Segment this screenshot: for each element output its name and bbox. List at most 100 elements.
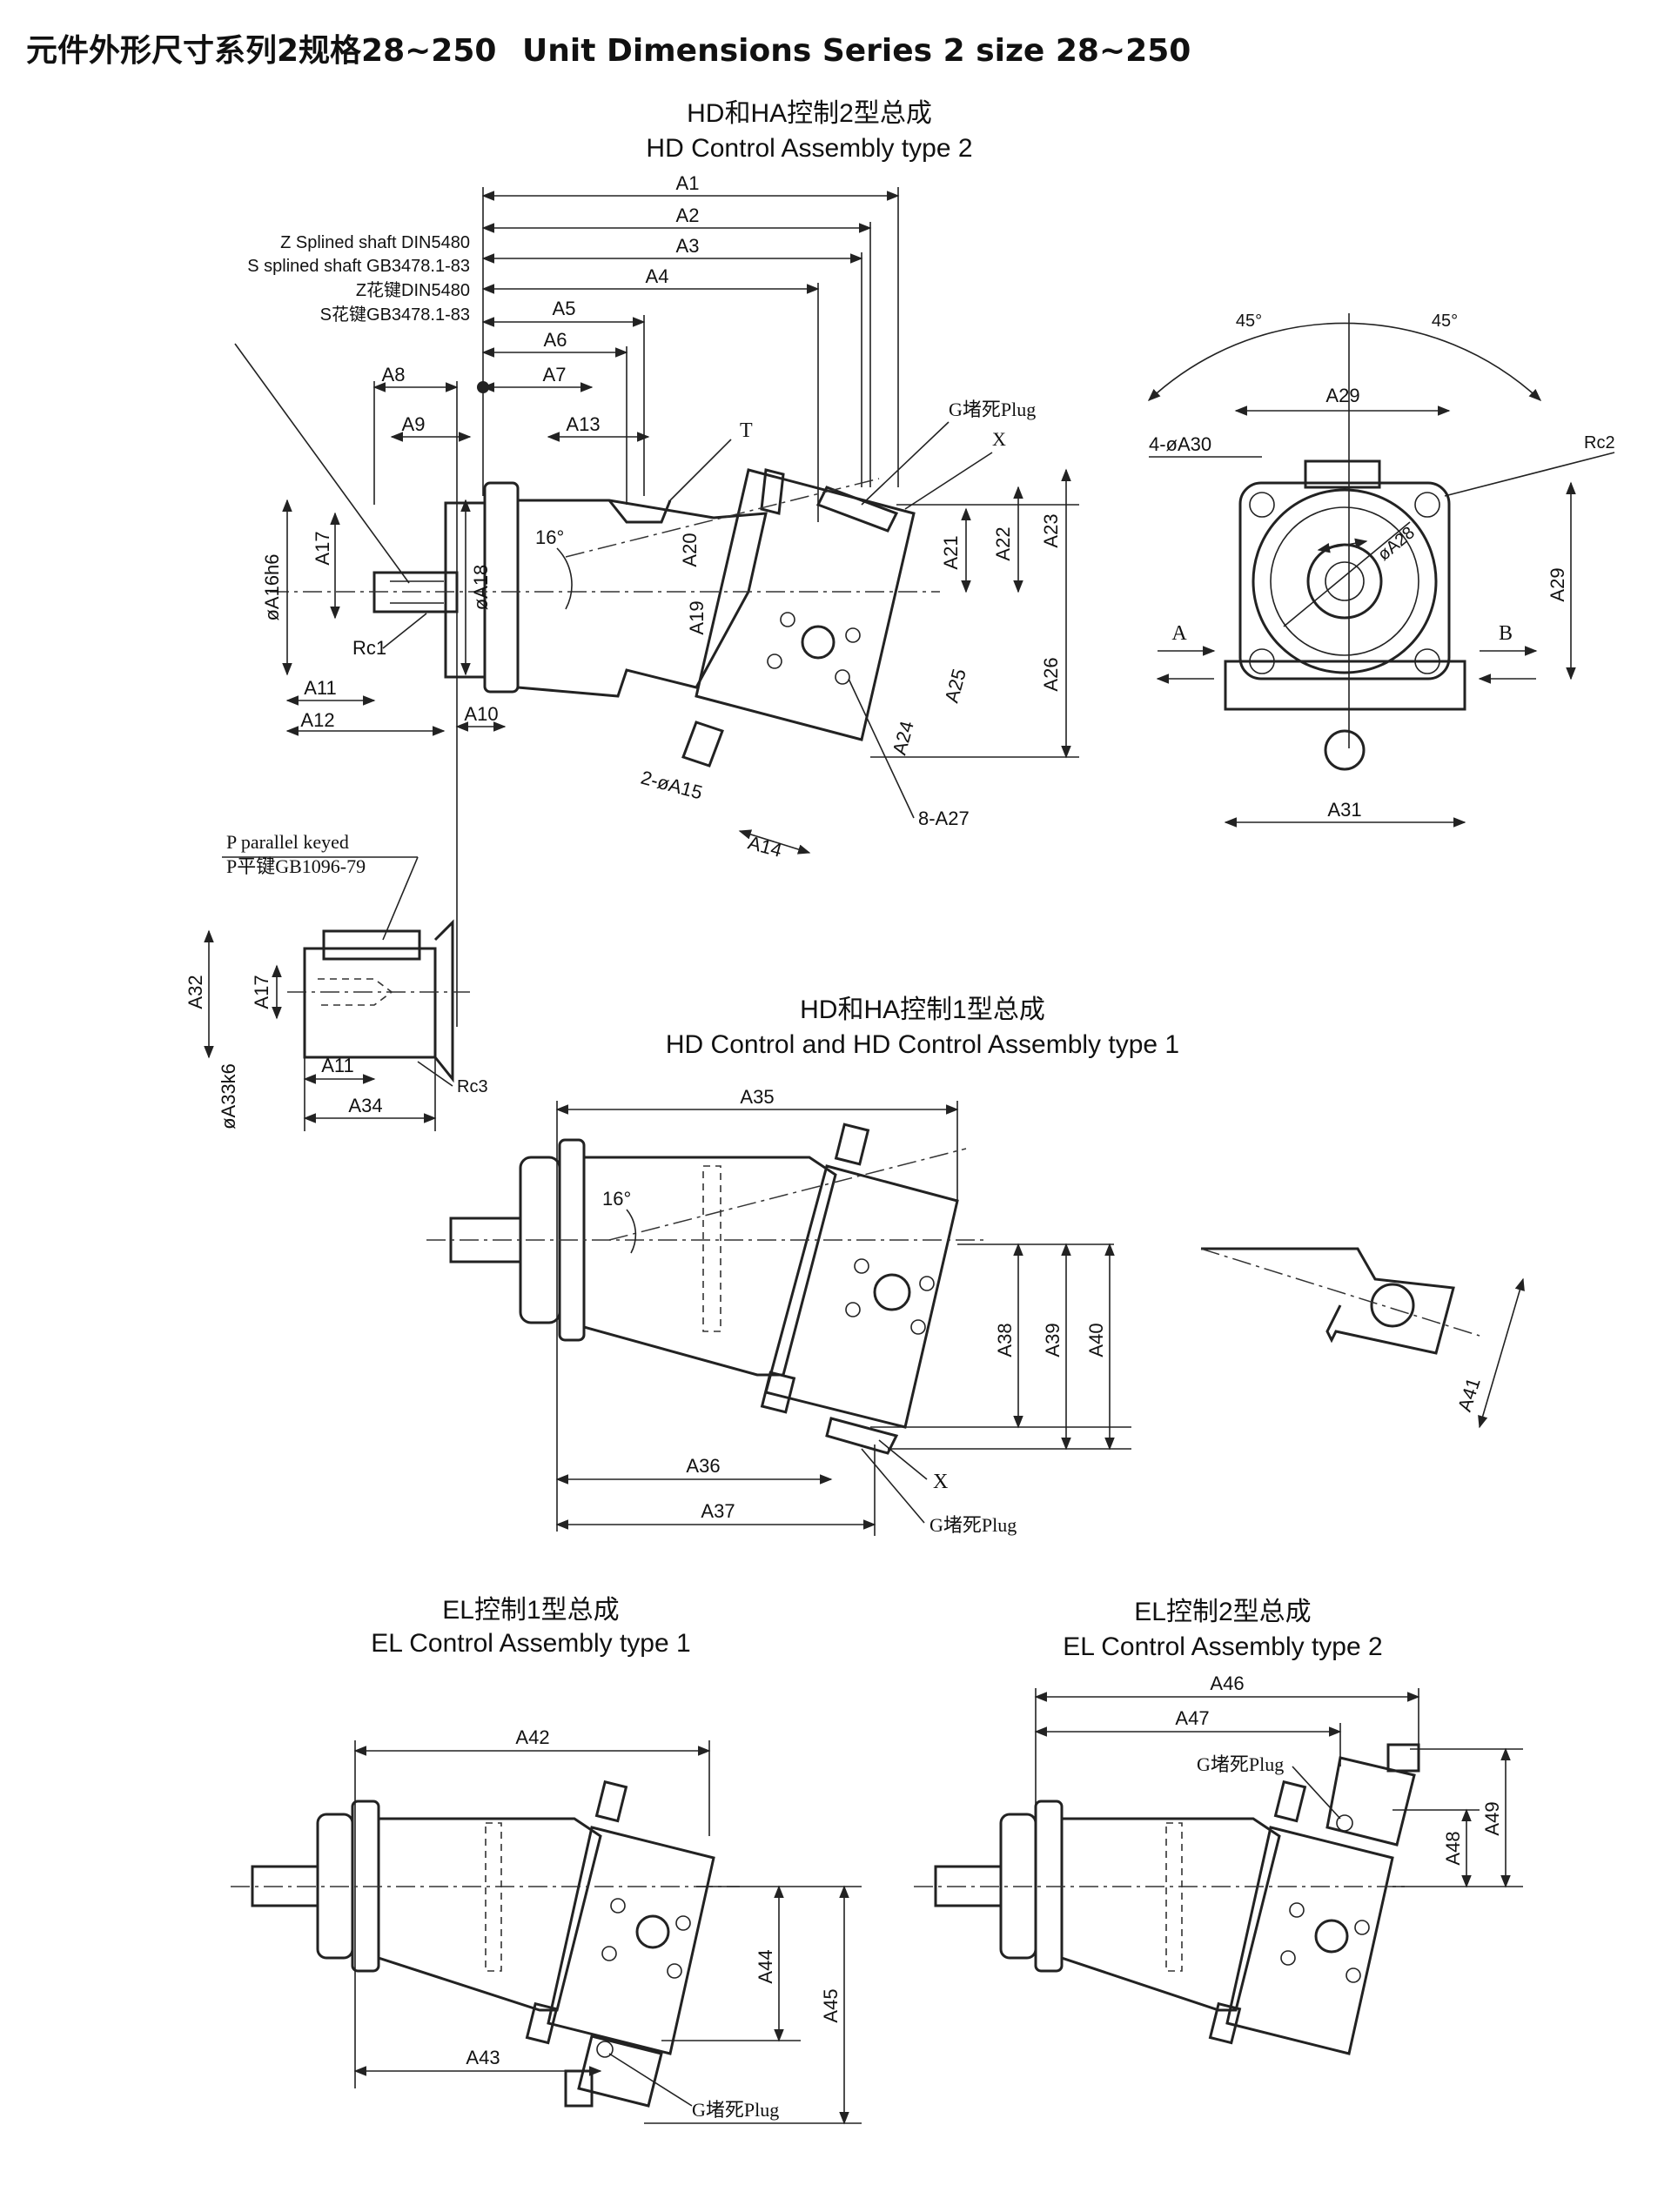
lbl-a9: A9 [402,413,426,435]
lbl-a38: A38 [994,1323,1016,1357]
lbl-a1: A1 [676,172,700,194]
angle-45-left: 45° [1236,312,1262,331]
end-bolt-3 [1249,648,1275,674]
lbl-a49: A49 [1481,1801,1503,1835]
lbl-a42: A42 [515,1726,549,1748]
lbl-a29-side: A29 [1547,567,1568,601]
drain-port [1324,729,1366,771]
lbl-a11-key: A11 [321,1055,354,1076]
hd1-top-stub [834,1123,870,1166]
el1-hidden-bore [485,1822,502,1972]
el1-bolt-4 [667,1963,682,1979]
rotation-arrow [1317,538,1368,553]
el1-port [635,1914,670,1949]
angle-hd2: 16° [535,526,564,548]
port-t-boss [607,499,672,524]
lbl-a48: A48 [1442,1831,1464,1865]
dim-line-a28 [1283,521,1411,627]
el2-bottom-stub [1208,2001,1242,2045]
plug-hd2: G堵死Plug [949,399,1036,420]
lbl-a18: øA18 [470,565,492,611]
el2-plug-point [1336,1814,1353,1832]
top-lug [1304,459,1381,489]
sheet-header: 元件外形尺寸系列2规格28~250 Unit Dimensions Series… [26,33,1191,69]
bolt-hole-2 [845,627,861,643]
el2-title-en: EL Control Assembly type 2 [1063,1632,1382,1661]
note-z-cn: Z花键DIN5480 [356,280,470,300]
lbl-a36: A36 [686,1455,720,1477]
hd1-bolt-4 [910,1319,926,1335]
lbl-a26: A26 [1040,657,1062,691]
lbl-a22: A22 [992,526,1014,560]
pump-housing [516,499,768,698]
detail-a41-axis [1200,1248,1480,1337]
port-x-hd1: X [933,1471,948,1493]
tilt-axis-hd1 [608,1148,967,1241]
control-block [695,468,916,741]
el2-bolt-1 [1289,1902,1305,1918]
el2-connector [1386,1743,1420,1773]
lbl-a4: A4 [646,265,669,287]
leader-port-t [669,439,732,501]
lbl-a5: A5 [553,298,576,319]
bolt-hole-1 [780,612,795,627]
hd1-bolt-1 [854,1258,869,1274]
lbl-a23: A23 [1040,513,1062,547]
lbl-a29-top: A29 [1325,385,1359,406]
lbl-a41: A41 [1453,1375,1485,1414]
title-en: Unit Dimensions Series 2 size 28~250 [522,33,1191,69]
lbl-a13: A13 [566,413,600,435]
bolt-hole-3 [767,654,782,669]
leader-rc3 [417,1061,453,1087]
el2-top-stub [1273,1780,1307,1823]
el1-title-en: EL Control Assembly type 1 [371,1629,690,1658]
el2-housing [1060,1817,1281,2012]
dim-line-a41 [1478,1277,1525,1429]
lbl-a7: A7 [543,364,567,385]
hd-type1-view: HD和HA控制1型总成 HD Control and HD Control As… [426,995,1525,1536]
el2-title-cn: EL控制2型总成 [1134,1598,1311,1626]
hd1-bolt-3 [845,1302,861,1317]
lbl-a43: A43 [466,2047,500,2068]
lbl-a35: A35 [740,1086,774,1108]
el2-bolt-2 [1354,1920,1370,1935]
hd1-bolt-2 [919,1276,935,1291]
lbl-a40: A40 [1085,1323,1107,1357]
port-t-label: T [740,419,753,442]
lbl-a19: A19 [686,600,708,634]
leader-plug-hd2 [861,421,950,506]
el2-bolt-3 [1280,1950,1296,1966]
leader-x-hd2 [904,452,993,510]
end-bolt-4 [1414,648,1440,674]
port-bar [1224,660,1466,711]
el1-bolt-1 [610,1898,626,1914]
leader-rc2 [1444,452,1615,497]
lbl-a37: A37 [701,1500,735,1522]
leader-plug-el2 [1292,1766,1341,1820]
plug-hd1: G堵死Plug [929,1514,1017,1536]
el2-port [1314,1919,1349,1954]
el1-bolt-2 [675,1915,691,1931]
el1-housing [377,1817,602,2012]
note-s-spline: S splined shaft GB3478.1-83 [247,257,470,276]
lbl-2-a15: 2-øA15 [639,767,705,804]
lbl-a2: A2 [676,204,700,226]
lbl-a28: øA28 [1374,523,1419,565]
datum-dot [477,381,489,393]
el1-title-cn: EL控制1型总成 [442,1596,619,1625]
plug-el2: G堵死Plug [1197,1753,1284,1775]
key-shaft [303,947,437,1059]
lbl-a45: A45 [820,1988,842,2022]
lbl-8-a27: 8-A27 [918,808,970,829]
control-port [801,625,836,660]
lbl-a17-key: A17 [251,975,272,1009]
leader-rc1 [382,613,427,649]
el1-top-stub [594,1780,628,1823]
hd1-title-en: HD Control and HD Control Assembly type … [666,1030,1179,1059]
el1-plug-point [596,2041,614,2058]
angle-arc-hd2 [556,547,573,610]
hd1-plug [825,1417,899,1455]
hd1-bottom-stub [760,1371,796,1414]
end-bolt-1 [1249,492,1275,518]
